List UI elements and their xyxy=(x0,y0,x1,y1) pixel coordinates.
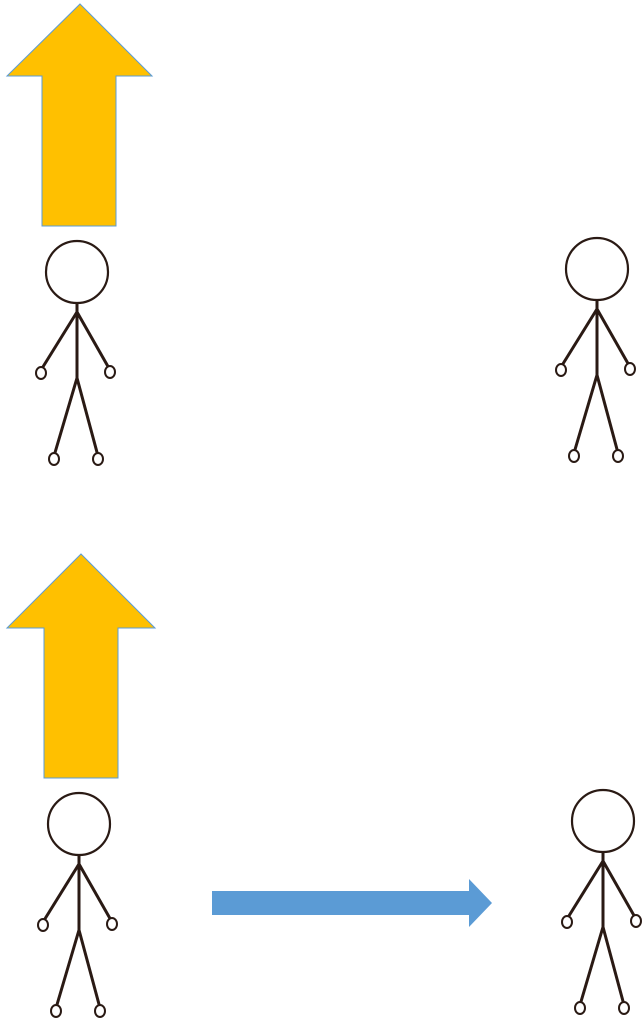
stick-figure-right-hand xyxy=(105,366,115,378)
stick-figure-right-hand xyxy=(107,918,117,930)
stick-figure-left-arm xyxy=(41,312,77,370)
up-arrow-top xyxy=(7,4,152,226)
stick-figure-right-foot xyxy=(93,453,103,465)
stick-figure-right-foot xyxy=(613,450,623,462)
stick-figure-left-foot xyxy=(49,453,59,465)
stick-figure-right-arm xyxy=(603,861,636,919)
stick-figure-right-leg xyxy=(597,375,618,453)
stick-figure-right-foot xyxy=(619,1002,629,1014)
stick-figure-left-hand xyxy=(36,367,46,379)
stick-figure-left-arm xyxy=(43,864,79,922)
stick-figure-left-leg xyxy=(56,930,79,1008)
stick-figure-left-arm xyxy=(567,861,603,919)
stick-figure-bottom-left xyxy=(38,793,117,1017)
stick-figure-right-hand xyxy=(631,915,641,927)
stick-figure-right-leg xyxy=(79,930,100,1008)
stick-figure-left-leg xyxy=(54,378,77,456)
stick-figure-head xyxy=(566,238,628,300)
stick-figure-right-leg xyxy=(77,378,98,456)
stick-figure-right-arm xyxy=(77,312,110,370)
stick-figure-left-foot xyxy=(569,450,579,462)
stick-figure-right-leg xyxy=(603,927,624,1005)
stick-figure-left-hand xyxy=(38,919,48,931)
stick-figure-top-right xyxy=(556,238,635,462)
stick-figure-bottom-right xyxy=(562,790,641,1014)
up-arrow-bottom xyxy=(7,554,155,778)
stick-figure-right-hand xyxy=(625,363,635,375)
stick-figure-head xyxy=(46,241,108,303)
stick-figure-left-leg xyxy=(574,375,597,453)
stick-figure-left-hand xyxy=(556,364,566,376)
stick-figure-left-leg xyxy=(580,927,603,1005)
top-scene xyxy=(7,4,635,465)
stick-figure-right-foot xyxy=(95,1005,105,1017)
stick-figure-head xyxy=(48,793,110,855)
stick-figure-left-hand xyxy=(562,916,572,928)
stick-figure-top-left xyxy=(36,241,115,465)
bottom-scene xyxy=(7,554,641,1017)
stick-figure-right-arm xyxy=(79,864,112,922)
right-arrow xyxy=(212,879,492,927)
stick-figure-right-arm xyxy=(597,309,630,367)
stick-figure-head xyxy=(572,790,634,852)
stick-figure-left-arm xyxy=(561,309,597,367)
stick-figure-left-foot xyxy=(51,1005,61,1017)
stick-figure-left-foot xyxy=(575,1002,585,1014)
